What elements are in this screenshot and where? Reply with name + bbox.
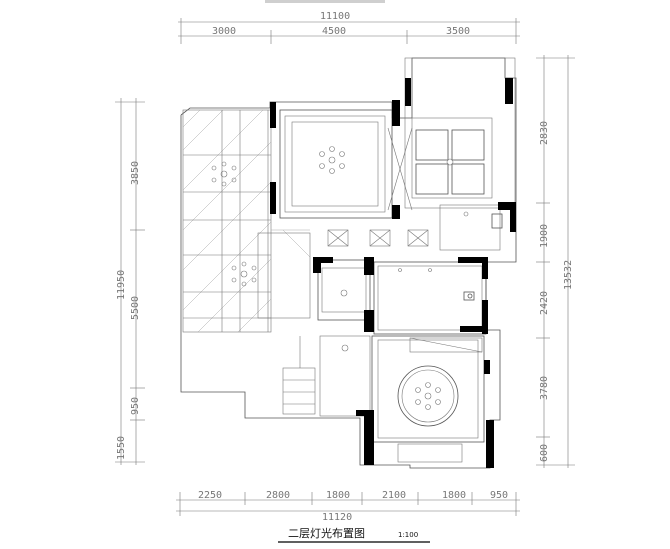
dim-right-4: 3780 <box>539 376 550 400</box>
dim-right-1: 2830 <box>539 121 550 145</box>
void-pendant-light-1 <box>211 161 237 187</box>
dim-left-2: 5500 <box>130 296 141 320</box>
downlight-small-room <box>340 289 348 297</box>
dim-right-5: 600 <box>539 444 550 462</box>
dim-top-1: 3000 <box>212 26 236 37</box>
right-dimensions: 13532 2830 1900 2420 3780 600 <box>536 55 575 468</box>
dim-bottom-1: 2250 <box>198 490 222 501</box>
dim-top-2: 4500 <box>322 26 346 37</box>
dim-bottom-5: 1800 <box>442 490 466 501</box>
dim-right-3: 2420 <box>539 291 550 315</box>
chandelier-round <box>415 382 441 410</box>
corridor-lights <box>327 229 429 247</box>
top-header-mark <box>265 0 385 3</box>
dim-top-3: 3500 <box>446 26 470 37</box>
dim-bottom-4: 2100 <box>382 490 406 501</box>
drawing-title: 二层灯光布置图 <box>288 526 365 540</box>
dim-right-2: 1900 <box>539 224 550 248</box>
round-ceiling <box>397 365 459 427</box>
walls <box>270 78 516 468</box>
void-pendant-light-2 <box>231 261 257 287</box>
bottom-dimensions: 2250 2800 1800 2100 1800 950 11120 <box>176 490 520 523</box>
top-dimensions: 11100 3000 4500 3500 <box>178 11 520 44</box>
ceiling-square <box>291 121 379 207</box>
dim-left-1: 3850 <box>130 161 141 185</box>
dim-left-4: 950 <box>130 397 141 415</box>
dim-top-total: 11100 <box>320 11 350 22</box>
drawing-scale: 1:100 <box>398 531 418 539</box>
hatched-void-area <box>182 109 311 333</box>
bath-fixture <box>491 213 503 229</box>
dim-bottom-3: 1800 <box>326 490 350 501</box>
dim-bottom-2: 2800 <box>266 490 290 501</box>
ceiling-panels <box>415 129 485 195</box>
dim-bottom-6: 950 <box>490 490 508 501</box>
dim-bottom-total: 11120 <box>322 512 352 523</box>
dim-left-3: 1550 <box>116 436 127 460</box>
floor-plan-body <box>180 57 517 469</box>
left-dimensions: 11950 3850 5500 1550 950 <box>115 98 145 465</box>
drawing-title-block: 二层灯光布置图 1:100 <box>278 526 430 543</box>
dim-left-total: 11950 <box>116 270 127 300</box>
chandelier-master <box>319 146 345 174</box>
dim-right-total: 13532 <box>563 260 574 290</box>
